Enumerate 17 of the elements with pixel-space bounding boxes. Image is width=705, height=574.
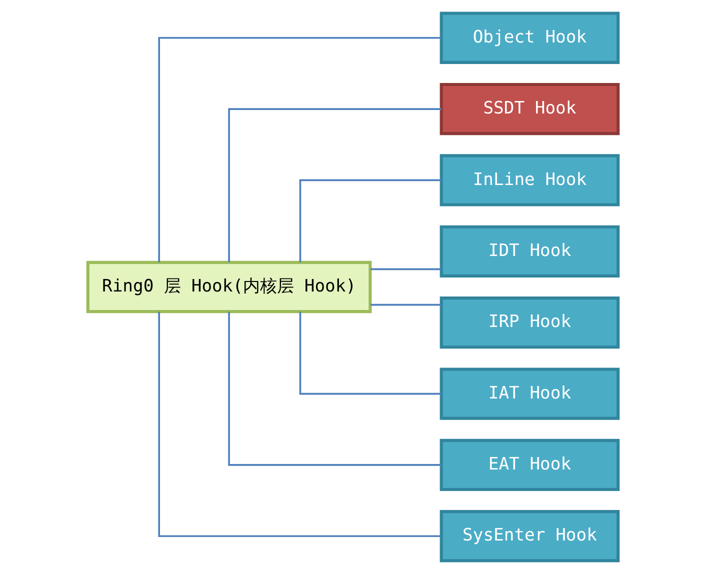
connector xyxy=(298,179,441,262)
node-box: EAT Hook xyxy=(439,438,620,492)
connector xyxy=(298,312,441,395)
node-box: SysEnter Hook xyxy=(439,510,620,562)
connector xyxy=(228,312,441,466)
node-box: Object Hook xyxy=(439,12,620,64)
connector xyxy=(158,36,440,262)
node-box: InLine Hook xyxy=(439,154,620,206)
node-box: IRP Hook xyxy=(439,296,620,349)
node-box: IDT Hook xyxy=(439,225,620,278)
node-box: IAT Hook xyxy=(439,368,620,420)
connector xyxy=(370,304,441,306)
node-box: SSDT Hook xyxy=(439,82,620,136)
connector xyxy=(228,108,441,262)
connector xyxy=(370,268,441,270)
connector xyxy=(158,312,440,538)
node-box: Ring0 层 Hook(内核层 Hook) xyxy=(86,260,372,314)
